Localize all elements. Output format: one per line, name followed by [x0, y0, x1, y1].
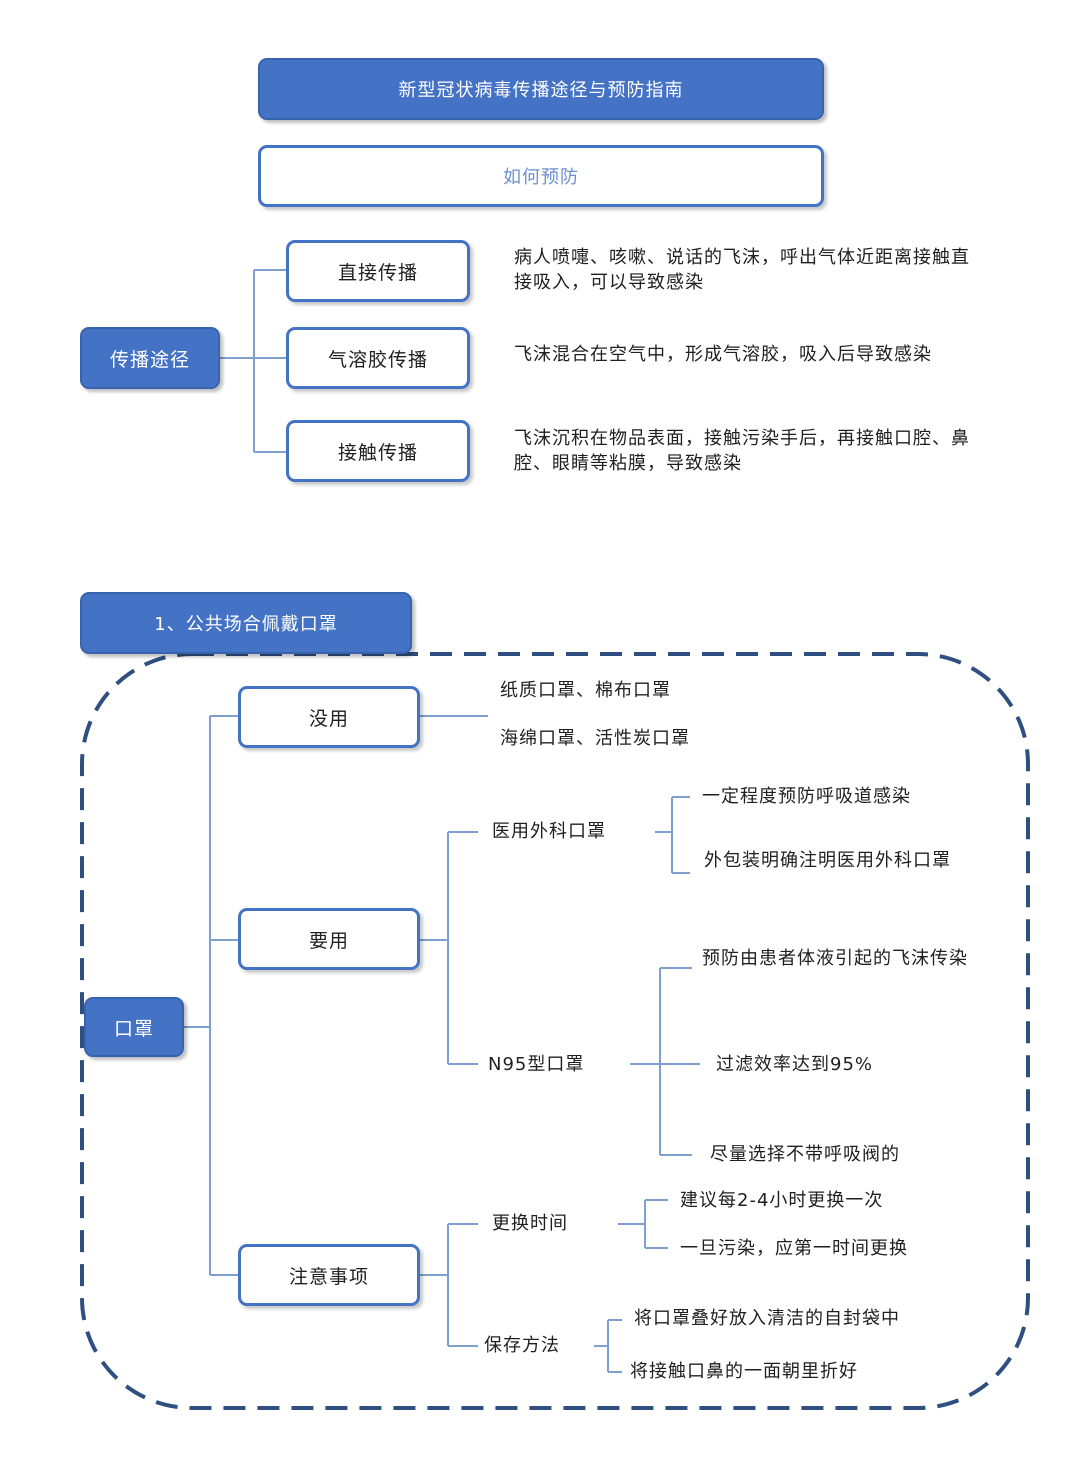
storage-item: 将接触口鼻的一面朝里折好	[630, 1361, 858, 1382]
n95-item: 预防由患者体液引起的飞沫传染	[702, 948, 968, 969]
route-contact: 接触传播	[286, 420, 470, 482]
replace-item: 建议每2-4小时更换一次	[680, 1190, 884, 1211]
storage-item: 将口罩叠好放入清洁的自封袋中	[634, 1308, 900, 1329]
useless-item: 纸质口罩、棉布口罩	[500, 680, 671, 701]
page-title: 新型冠状病毒传播途径与预防指南	[258, 58, 824, 120]
n95-item: 过滤效率达到95%	[716, 1054, 874, 1075]
mask-root: 口罩	[84, 997, 184, 1057]
transmission-root: 传播途径	[80, 327, 220, 389]
surgical-item: 一定程度预防呼吸道感染	[702, 786, 911, 807]
route-contact-desc: 飞沫沉积在物品表面，接触污染手后，再接触口腔、鼻腔、眼睛等粘膜，导致感染	[514, 428, 970, 474]
route-aerosol-desc: 飞沫混合在空气中，形成气溶胶，吸入后导致感染	[514, 344, 932, 365]
section1-title: 1、公共场合佩戴口罩	[80, 592, 412, 654]
replace-time-label: 更换时间	[492, 1213, 568, 1234]
route-direct: 直接传播	[286, 240, 470, 302]
node-useful: 要用	[238, 908, 420, 970]
surgical-item: 外包装明确注明医用外科口罩	[704, 850, 951, 871]
surgical-mask-label: 医用外科口罩	[492, 821, 606, 842]
route-direct-desc: 病人喷嚏、咳嗽、说话的飞沫，呼出气体近距离接触直接吸入，可以导致感染	[514, 247, 970, 293]
n95-item: 尽量选择不带呼吸阀的	[710, 1144, 900, 1165]
route-aerosol: 气溶胶传播	[286, 327, 470, 389]
node-useless: 没用	[238, 686, 420, 748]
useless-item: 海绵口罩、活性炭口罩	[500, 728, 690, 749]
replace-item: 一旦污染，应第一时间更换	[680, 1238, 908, 1259]
n95-mask-label: N95型口罩	[488, 1054, 585, 1075]
node-notes: 注意事项	[238, 1244, 420, 1306]
storage-method-label: 保存方法	[484, 1335, 560, 1356]
subtitle-box: 如何预防	[258, 145, 824, 207]
